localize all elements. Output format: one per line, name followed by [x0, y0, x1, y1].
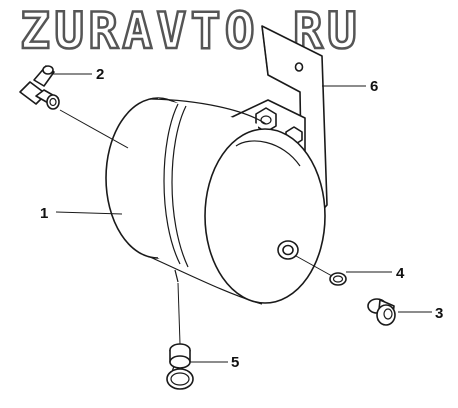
leader-5-to-tank — [177, 282, 181, 345]
watermark-text: ZURAVTO.RU — [20, 2, 361, 60]
callout-1: 1 — [40, 205, 48, 222]
drain-valve-part-5 — [166, 343, 194, 390]
callout-6: 6 — [370, 78, 378, 95]
elbow-fitting-part-2 — [19, 65, 60, 110]
callout-5: 5 — [231, 354, 239, 371]
plug-part-3 — [367, 298, 396, 326]
leader-2-to-tank — [59, 109, 129, 149]
leader-lines — [52, 73, 432, 363]
callout-4: 4 — [396, 265, 405, 282]
leader-4-to-tank — [295, 255, 333, 277]
callout-2: 2 — [96, 66, 104, 83]
leader-1 — [55, 211, 123, 215]
air-tank-part-1 — [105, 97, 326, 305]
callout-3: 3 — [435, 305, 443, 322]
sealing-ring-part-4 — [329, 272, 347, 286]
